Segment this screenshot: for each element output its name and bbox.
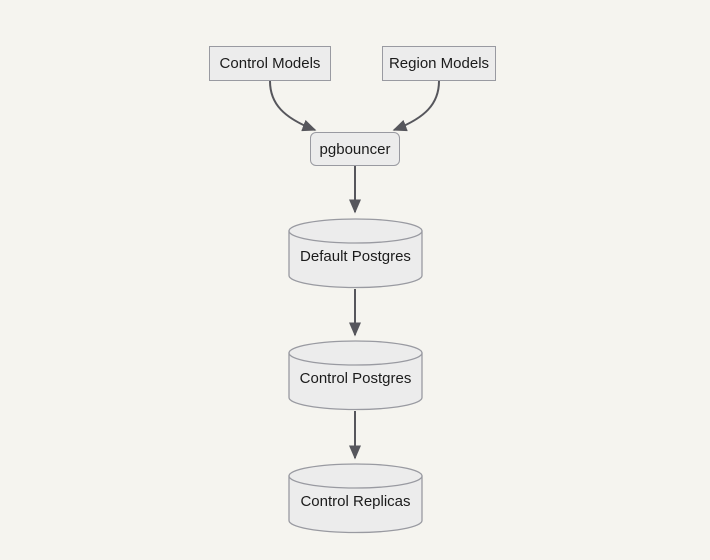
node-control-replicas: Control Replicas (288, 463, 423, 534)
cylinder-body (288, 230, 423, 289)
node-pgbouncer-label: pgbouncer (319, 140, 391, 158)
cylinder-top (288, 463, 423, 489)
node-default-postgres: Default Postgres (288, 218, 423, 289)
node-control-postgres: Control Postgres (288, 340, 423, 411)
edge-region-models-to-pgbouncer (392, 80, 440, 132)
node-control-models: Control Models (209, 46, 331, 81)
node-control-replicas-label: Control Replicas (300, 493, 411, 510)
node-control-models-label: Control Models (219, 55, 321, 72)
cylinder-body (288, 475, 423, 534)
cylinder-shape (288, 218, 423, 289)
edge-control-models-to-pgbouncer (269, 80, 317, 132)
node-region-models-label: Region Models (388, 55, 490, 72)
node-default-postgres-label: Default Postgres (300, 248, 411, 265)
cylinder-top (288, 340, 423, 366)
cylinder-shape (288, 340, 423, 411)
cylinder-top (288, 218, 423, 244)
node-control-postgres-label: Control Postgres (299, 370, 412, 387)
cylinder-shape (288, 463, 423, 534)
node-region-models: Region Models (382, 46, 496, 81)
node-pgbouncer: pgbouncer (310, 132, 400, 166)
cylinder-body (288, 352, 423, 411)
